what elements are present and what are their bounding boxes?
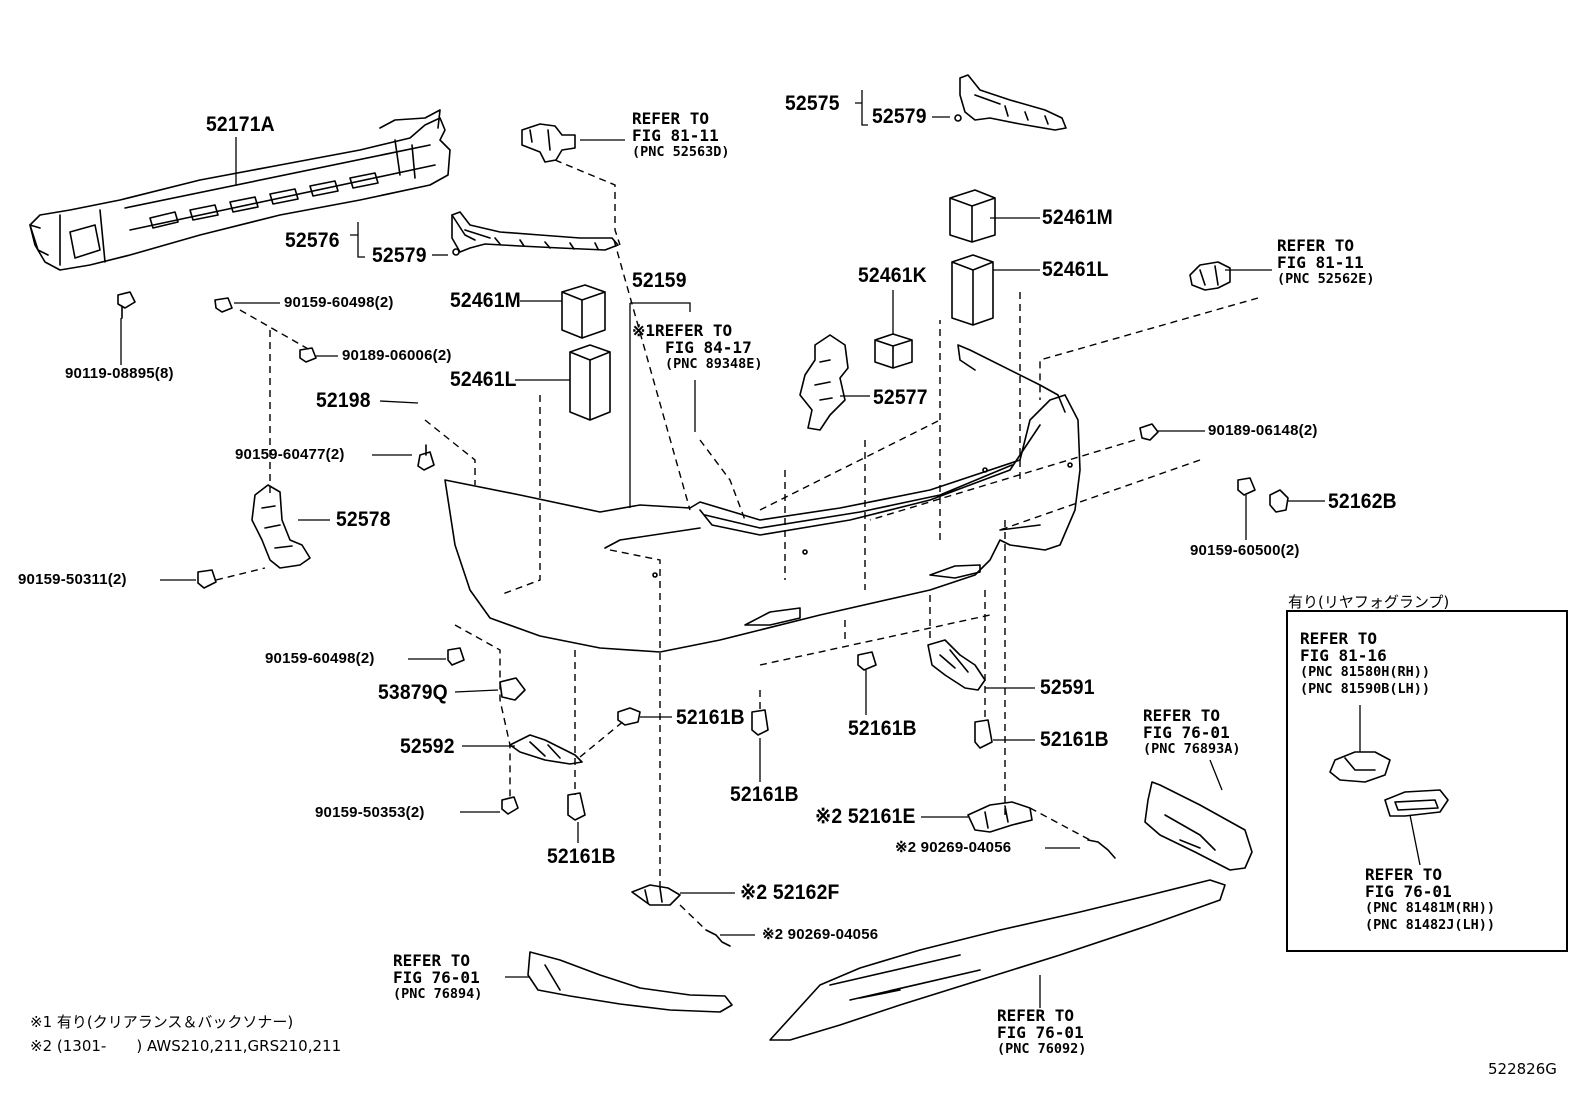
part-label: 52461M xyxy=(450,289,521,312)
part-label: 90189-06006(2) xyxy=(342,347,452,364)
retainer-52576-drawing xyxy=(451,211,619,256)
part-label: ※2 52162F xyxy=(740,881,840,904)
clip-52562e-drawing xyxy=(1189,261,1231,291)
part-label: 52161B xyxy=(1040,728,1109,751)
diagram-code: 522826G xyxy=(1488,1060,1557,1078)
absorber-blocks-drawing xyxy=(561,189,996,421)
part-label: 52579 xyxy=(872,105,927,128)
part-label: 52171A xyxy=(206,113,275,136)
part-label: 52578 xyxy=(336,508,391,531)
part-label: 52198 xyxy=(316,389,371,412)
lower-trim-drawing xyxy=(527,781,1253,1041)
part-label: 90159-60498(2) xyxy=(284,294,394,311)
part-label: 52461L xyxy=(1042,258,1109,281)
bracket-52577-drawing xyxy=(799,334,849,431)
part-label: 90159-60498(2) xyxy=(265,650,375,667)
bracket-52578-drawing xyxy=(251,484,311,569)
bracket-52162f-drawing xyxy=(631,884,681,906)
part-label: 52461M xyxy=(1042,206,1113,229)
bumper-cover-drawing xyxy=(444,344,1081,653)
bracket-52591-drawing xyxy=(927,639,986,691)
part-label: 90189-06148(2) xyxy=(1208,422,1318,439)
footnote: ※2 (1301- ) AWS210,211,GRS210,211 xyxy=(30,1037,342,1055)
reinforcement-52171a-drawing xyxy=(29,109,451,271)
part-label: 53879Q xyxy=(378,681,448,704)
part-label: 90159-60500(2) xyxy=(1190,542,1300,559)
part-label: ※2 90269-04056 xyxy=(895,839,1012,856)
part-label: 90159-50353(2) xyxy=(315,804,425,821)
footnote: ※1 有り(クリアランス＆バックソナー) xyxy=(30,1013,294,1031)
inset-title: 有り(リヤフォグランプ) xyxy=(1288,593,1450,611)
bracket-52592-drawing xyxy=(509,734,583,765)
part-label: 52162B xyxy=(1328,490,1397,513)
part-label: 52161B xyxy=(547,845,616,868)
part-label: 52575 xyxy=(785,92,840,115)
part-label: 52161B xyxy=(676,706,745,729)
part-label: 52461K xyxy=(858,264,927,287)
part-label: 52159 xyxy=(632,269,687,292)
fasteners-drawing xyxy=(117,291,1289,947)
assembly-lines xyxy=(215,159,1259,931)
part-label: 90159-50311(2) xyxy=(18,571,127,588)
part-label: 52461L xyxy=(450,368,517,391)
part-label: 52577 xyxy=(873,386,928,409)
part-label: 52592 xyxy=(400,735,455,758)
inset-frame xyxy=(1286,610,1568,952)
part-label: 52161B xyxy=(848,717,917,740)
part-label: 90159-60477(2) xyxy=(235,446,345,463)
leader-lines xyxy=(120,90,1421,1008)
retainer-52575-drawing xyxy=(954,74,1067,131)
part-label: 52161B xyxy=(730,783,799,806)
part-label: 52579 xyxy=(372,244,427,267)
part-label: ※2 52161E xyxy=(815,805,916,828)
bracket-52161e-drawing xyxy=(967,801,1033,833)
part-label: ※2 90269-04056 xyxy=(762,926,879,943)
clip-52563d-drawing xyxy=(521,123,576,163)
part-label: 90119-08895(8) xyxy=(65,365,174,382)
fog-lamp-drawing xyxy=(1329,751,1449,817)
part-label: 52576 xyxy=(285,229,340,252)
part-label: 52591 xyxy=(1040,676,1095,699)
